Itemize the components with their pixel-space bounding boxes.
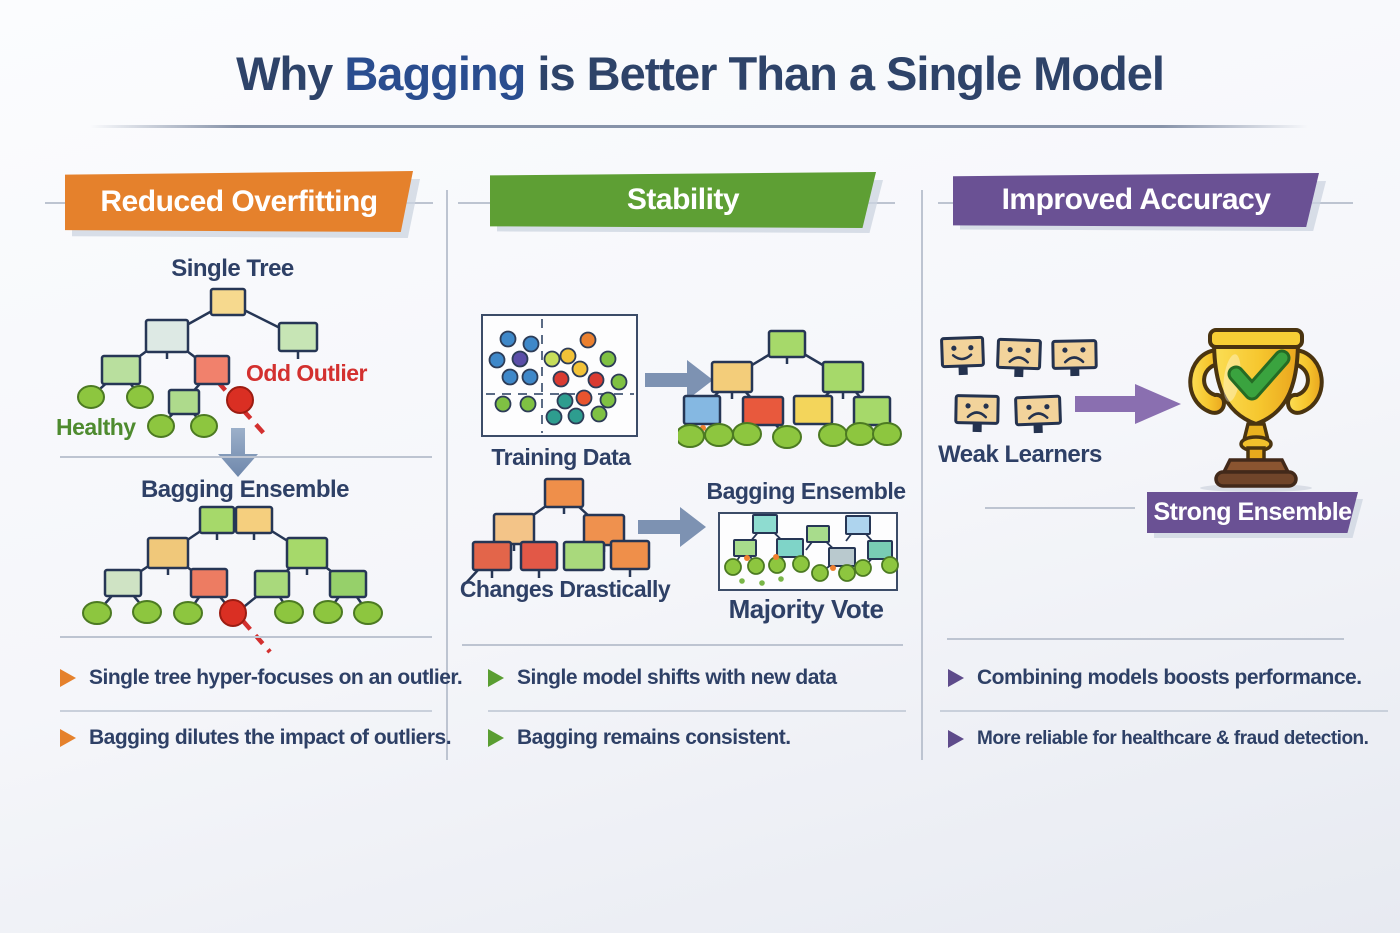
column-divider-1: [446, 190, 448, 760]
arrow-right-icon: [638, 507, 706, 547]
single-tree-label: Single Tree: [171, 255, 294, 282]
bullet-col1-1: Single tree hyper-focuses on an outlier.: [60, 666, 463, 690]
banner-stability: Stability: [490, 172, 876, 228]
title-prefix: Why: [236, 47, 333, 100]
odd-outlier-label: Odd Outlier: [246, 360, 368, 386]
bullet-arrow-icon: [948, 669, 964, 687]
bullet-divider: [488, 710, 906, 712]
new-tree-diagram: [678, 329, 902, 449]
arrow-right-icon: [645, 360, 713, 400]
majority-vote-box: [718, 512, 899, 591]
section-line: [462, 644, 903, 646]
training-data-scatter-plot: [481, 314, 638, 437]
column-divider-2: [921, 190, 923, 760]
section-line: [60, 456, 432, 458]
strong-ensemble-banner: Strong Ensemble: [1147, 492, 1358, 533]
weak-learner-faces: [940, 335, 1098, 434]
section-line: [947, 638, 1344, 640]
title-underline: [90, 125, 1308, 128]
bullet-divider: [940, 710, 1388, 712]
bullet-col2-2: Bagging remains consistent.: [488, 726, 791, 750]
banner-reduced-overfitting: Reduced Overfitting: [65, 171, 413, 232]
healthy-label: Healthy: [56, 414, 136, 440]
title-highlight: Bagging: [344, 47, 526, 100]
bullet-arrow-icon: [60, 729, 76, 747]
bullet-arrow-icon: [948, 730, 964, 748]
changes-drastically-label: Changes Drastically: [459, 576, 671, 602]
section-line: [985, 507, 1135, 509]
bullet-col3-2: More reliable for healthcare & fraud det…: [948, 728, 1369, 750]
section-line: [60, 636, 432, 638]
bullet-arrow-icon: [488, 669, 504, 687]
arrow-down-icon: [218, 428, 258, 477]
single-tree-diagram: [77, 287, 319, 440]
bullet-arrow-icon: [60, 669, 76, 687]
bullet-col1-2: Bagging dilutes the impact of outliers.: [60, 726, 452, 750]
page-title: Why Bagging is Better Than a Single Mode…: [0, 46, 1400, 101]
trophy-icon: [1188, 328, 1324, 492]
training-data-label: Training Data: [491, 444, 631, 470]
bullet-arrow-icon: [488, 729, 504, 747]
bullet-col3-1: Combining models boosts performance.: [948, 666, 1362, 690]
banner-improved-accuracy: Improved Accuracy: [953, 173, 1319, 227]
bullet-col2-1: Single model shifts with new data: [488, 666, 837, 690]
title-suffix: is Better Than a Single Model: [537, 47, 1164, 100]
weak-learners-label: Weak Learners: [938, 441, 1102, 468]
bagging-ensemble-label-col1: Bagging Ensemble: [140, 476, 350, 503]
bagging-ensemble-label-col2: Bagging Ensemble: [706, 478, 906, 504]
majority-vote-label: Majority Vote: [728, 594, 884, 624]
arrow-right-purple-icon: [1075, 384, 1181, 424]
bagging-ensemble-tree-diagram: [82, 505, 383, 654]
bullet-divider: [60, 710, 432, 712]
changed-tree-diagram: [465, 477, 651, 584]
